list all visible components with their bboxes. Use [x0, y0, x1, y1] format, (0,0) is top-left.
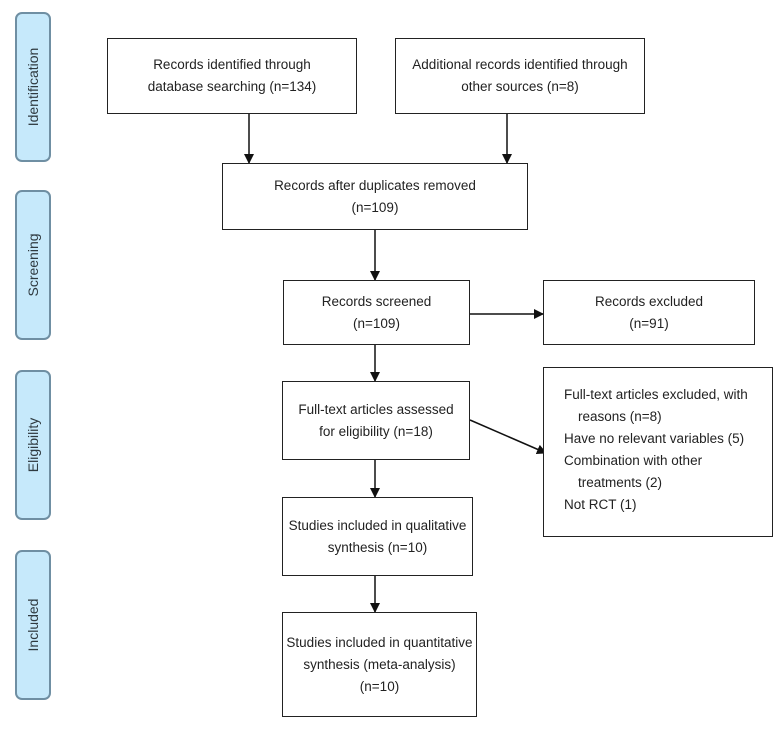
phase-eligibility: Eligibility [15, 370, 51, 520]
quantitative-synthesis-line3: (n=10) [359, 678, 400, 694]
phase-included: Included [15, 550, 51, 700]
quantitative-synthesis-box: Studies included in quantitative synthes… [282, 612, 477, 717]
qualitative-synthesis-line2: synthesis (n=10) [327, 539, 428, 555]
exclusion-reason-combination: Combination with other [564, 453, 703, 468]
records-excluded-box: Records excluded (n=91) [543, 280, 755, 345]
records-database-box: Records identified through database sear… [107, 38, 357, 114]
records-other-sources-box: Additional records identified through ot… [395, 38, 645, 114]
quantitative-synthesis-line2: synthesis (meta-analysis) [303, 656, 456, 672]
records-screened-line1: Records screened [321, 293, 432, 309]
records-database-line1: Records identified through [153, 57, 311, 72]
records-after-duplicates-line2: (n=109) [351, 199, 399, 215]
records-screened-line2: (n=109) [353, 315, 400, 331]
records-screened-box: Records screened (n=109) [283, 280, 470, 345]
exclusion-reason-not-rct: Not RCT (1) [564, 497, 637, 512]
fulltext-assessed-box: Full-text articles assessed for eligibil… [282, 381, 470, 460]
fulltext-excluded-title-cont: reasons (n=8) [578, 409, 662, 424]
records-after-duplicates-line1: Records after duplicates removed [274, 177, 476, 193]
phase-identification: Identification [15, 12, 51, 162]
qualitative-synthesis-line1: Studies included in qualitative [288, 517, 467, 533]
exclusion-reason-no-variables: Have no relevant variables (5) [564, 431, 745, 446]
phase-screening: Screening [15, 190, 51, 340]
qualitative-synthesis-box: Studies included in qualitative synthesi… [282, 497, 473, 576]
quantitative-synthesis-line1: Studies included in quantitative [286, 634, 473, 650]
records-excluded-line2: (n=91) [629, 315, 669, 331]
exclusion-reason-combination-cont: treatments (2) [578, 475, 663, 490]
records-excluded-line1: Records excluded [594, 293, 704, 309]
records-database-line2: database searching (n=134) [147, 79, 317, 94]
records-after-duplicates-box: Records after duplicates removed (n=109) [222, 163, 528, 230]
fulltext-assessed-line1: Full-text articles assessed [298, 401, 454, 417]
arrow-fulltext-to-excluded [469, 419, 547, 455]
records-other-line2: other sources (n=8) [461, 79, 579, 94]
fulltext-assessed-line2: for eligibility (n=18) [319, 423, 433, 439]
fulltext-excluded-box: Full-text articles excluded, with reason… [543, 367, 773, 537]
fulltext-excluded-title: Full-text articles excluded, with [564, 387, 748, 402]
records-other-line1: Additional records identified through [412, 57, 628, 72]
